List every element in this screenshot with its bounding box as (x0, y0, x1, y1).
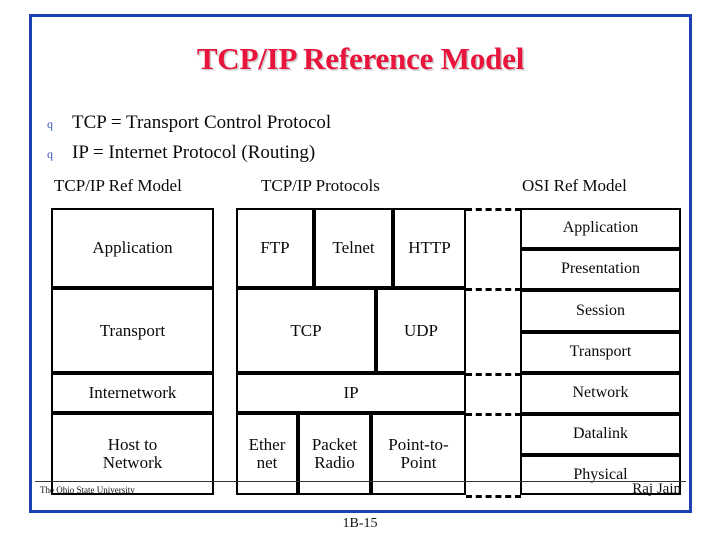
dashed-connector-2 (466, 373, 521, 376)
osi-layer-physical-label: Physical (573, 465, 628, 483)
column-heading-tcpip-protocols: TCP/IP Protocols (261, 176, 380, 195)
osi-layer-transport-label: Transport (569, 343, 632, 361)
protocol-box-udp: UDP (376, 288, 466, 373)
tcpip-layer-host-to-network-label-line2: Network (102, 453, 163, 472)
protocol-box-http-label: HTTP (408, 238, 451, 258)
bullet-item-0: q TCP = Transport Control Protocol (42, 112, 662, 136)
osi-layer-datalink-label: Datalink (572, 425, 629, 443)
protocol-box-ftp-label: FTP (260, 238, 290, 258)
dashed-connector-bottom (466, 495, 521, 498)
dashed-connector-3 (466, 413, 521, 416)
bullet-marker-icon: q (47, 147, 53, 161)
osi-layer-application-label: Application (562, 219, 639, 237)
protocol-box-ip: IP (236, 373, 466, 413)
column-heading-osi-ref-model: OSI Ref Model (522, 176, 627, 195)
protocol-box-ftp: FTP (236, 208, 314, 288)
dashed-connector-1 (466, 288, 521, 291)
page-title: TCP/IP Reference Model (196, 41, 525, 76)
tcpip-layer-transport-label: Transport (99, 320, 166, 340)
osi-layer-session: Session (520, 290, 681, 332)
tcpip-layer-application-label: Application (92, 238, 173, 258)
bullet-item-1: q IP = Internet Protocol (Routing) (42, 142, 662, 166)
osi-layer-datalink: Datalink (520, 414, 681, 455)
protocol-box-ethernet: Ether net (236, 413, 298, 495)
protocol-box-ethernet-label-line2: net (256, 453, 278, 472)
footer-institution: The Ohio State University (40, 485, 135, 495)
osi-layer-network-label: Network (572, 384, 629, 402)
protocol-box-point-to-point: Point-to- Point (371, 413, 466, 495)
bullet-text-1: IP = Internet Protocol (Routing) (72, 142, 316, 163)
protocol-box-packet-radio: Packet Radio (298, 413, 371, 495)
protocol-box-ip-label: IP (343, 383, 359, 403)
dashed-connector-top (466, 208, 521, 211)
tcpip-layer-host-to-network: Host to Network (51, 413, 214, 495)
osi-layer-physical: Physical (520, 455, 681, 495)
protocol-box-packet-radio-label-line2: Radio (314, 453, 355, 472)
tcpip-layer-internetwork: Internetwork (51, 373, 214, 413)
tcpip-layer-transport: Transport (51, 288, 214, 373)
protocol-box-packet-radio-label-line1: Packet (311, 435, 358, 455)
protocol-box-telnet-label: Telnet (332, 238, 375, 258)
protocol-box-point-to-point-label-line1: Point-to- (388, 435, 449, 455)
protocol-box-point-to-point-label-line2: Point (400, 453, 437, 472)
page-number: 1B-15 (342, 516, 378, 531)
osi-layer-session-label: Session (576, 301, 625, 319)
protocol-box-http: HTTP (393, 208, 466, 288)
bullet-text-0: TCP = Transport Control Protocol (72, 112, 332, 133)
tcpip-layer-application: Application (51, 208, 214, 288)
osi-layer-application: Application (520, 208, 681, 249)
osi-layer-presentation-label: Presentation (560, 260, 641, 278)
footer-author: Raj Jain (632, 481, 681, 497)
protocol-box-tcp: TCP (236, 288, 376, 373)
protocol-box-telnet: Telnet (314, 208, 393, 288)
footer-divider (35, 481, 686, 482)
tcpip-layer-host-to-network-label-line1: Host to (107, 435, 158, 455)
slide-frame: TCP/IP Reference Model q TCP = Transport… (29, 14, 692, 513)
osi-layer-network: Network (520, 373, 681, 414)
protocol-box-udp-label: UDP (403, 320, 438, 340)
osi-layer-transport: Transport (520, 332, 681, 373)
tcpip-layer-internetwork-label: Internetwork (88, 383, 177, 403)
bullet-marker-icon: q (47, 117, 53, 131)
osi-layer-presentation: Presentation (520, 249, 681, 290)
protocol-box-ethernet-label-line1: Ether (248, 435, 286, 455)
protocol-box-tcp-label: TCP (290, 320, 322, 340)
column-heading-tcpip-ref-model: TCP/IP Ref Model (54, 176, 182, 195)
